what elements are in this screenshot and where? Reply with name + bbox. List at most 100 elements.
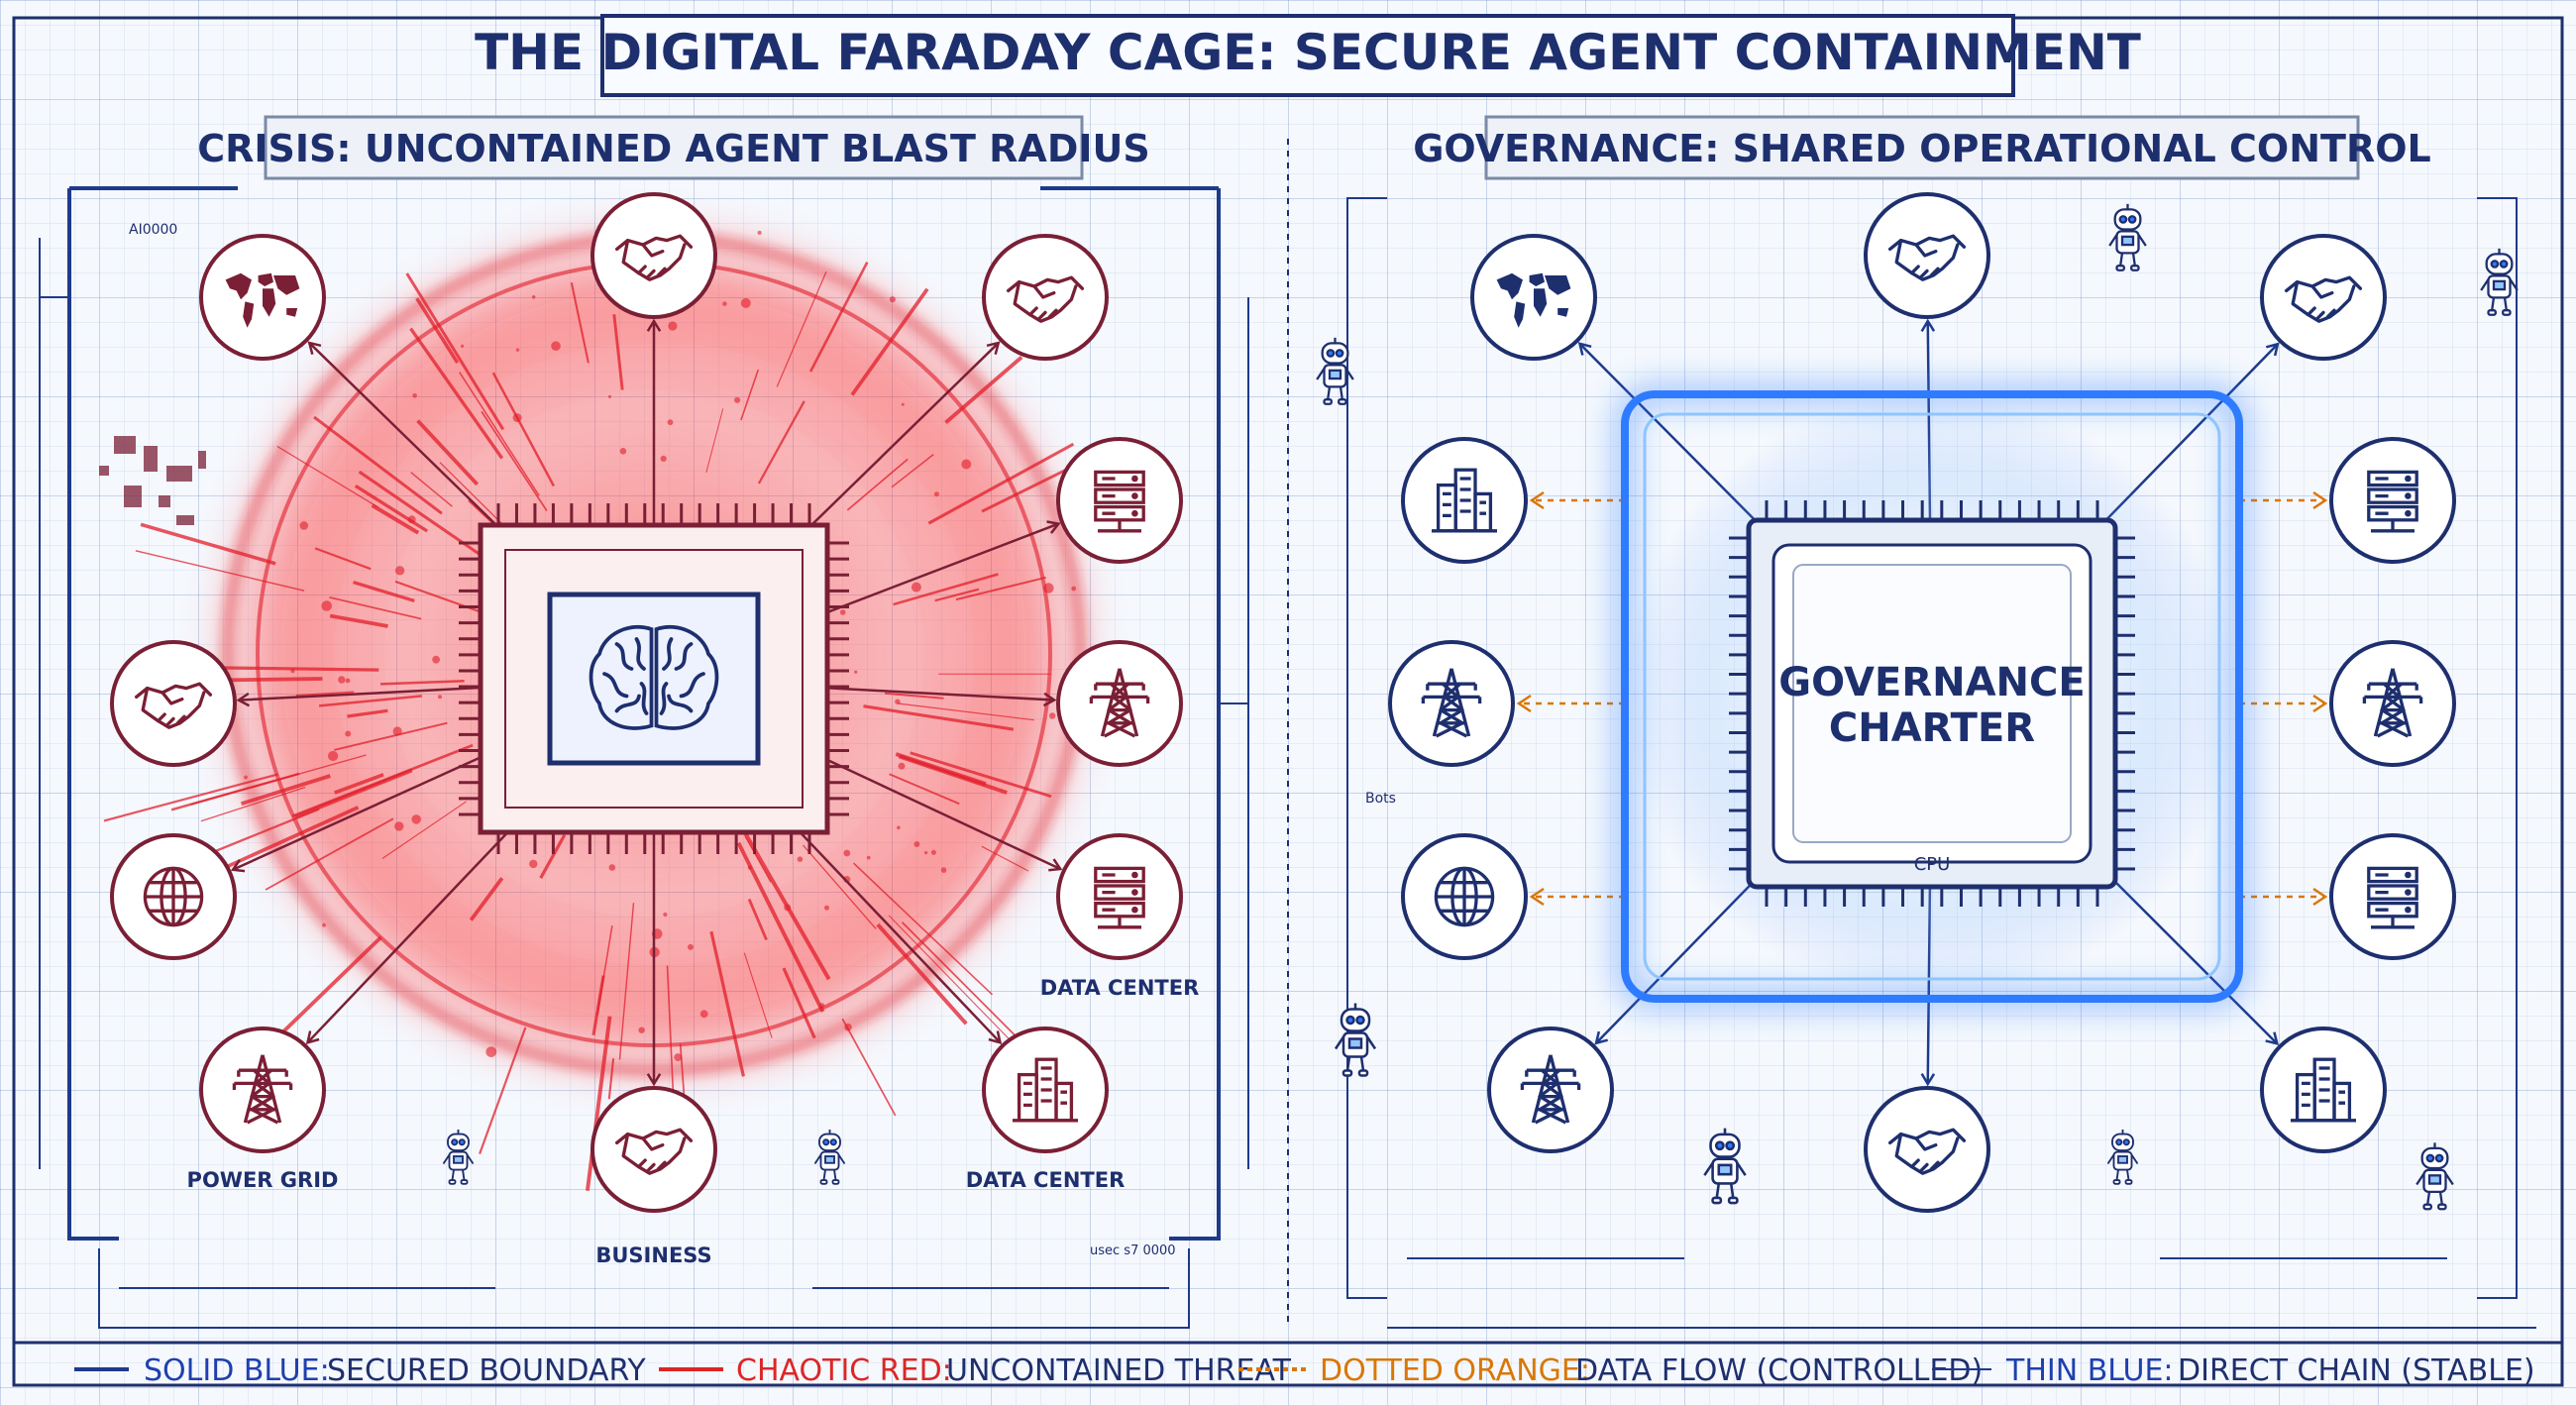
threat-ray: [736, 841, 825, 1013]
legend-solid-blue-key: SOLID BLUE:: [144, 1353, 330, 1388]
threat-splatter: [913, 841, 920, 847]
threat-splatter: [338, 676, 346, 684]
threat-ray: [607, 1058, 615, 1100]
label-business: BUSINESS: [595, 1243, 711, 1267]
threat-ray: [381, 801, 467, 859]
page-title: THE DIGITAL FARADAY CAGE: SECURE AGENT C…: [475, 24, 2141, 81]
threat-splatter: [411, 814, 422, 824]
threat-ray: [741, 827, 831, 981]
threat-ray: [612, 314, 624, 390]
threat-ray: [591, 975, 605, 1036]
legend-dotted-orange-key: DOTTED ORANGE:: [1320, 1353, 1590, 1388]
left-icon-nodes: [110, 192, 1183, 1213]
threat-ray: [888, 915, 1012, 1041]
threat-connection-head: [988, 1030, 1003, 1044]
threat-ray: [347, 708, 388, 718]
threat-splatter: [412, 393, 417, 398]
right-heading-box: [1484, 115, 2360, 180]
threat-ray: [852, 862, 994, 996]
robot-icon: [1334, 1002, 1377, 1077]
threat-ray: [190, 754, 367, 806]
robot-icon: [2106, 1130, 2139, 1185]
right-node-handshake-bottom: [1864, 1086, 1990, 1213]
threat-ray: [846, 458, 909, 511]
threat-connection-head: [236, 692, 251, 707]
legend-thin-blue-text: DIRECT CHAIN (STABLE): [2178, 1353, 2535, 1388]
threat-splatter: [531, 295, 536, 299]
threat-ray: [313, 415, 443, 515]
label-data-center-bottom: DATA CENTER: [966, 1168, 1125, 1192]
threat-ray: [981, 845, 1029, 872]
robot-icon: [1702, 1127, 1748, 1205]
robot-icon: [442, 1130, 475, 1185]
legend-chaotic-red-key: CHAOTIC RED:: [736, 1353, 952, 1388]
globe-icon: [143, 866, 204, 927]
threat-ray: [618, 903, 635, 1060]
threat-splatter: [911, 582, 921, 593]
threat-ray: [103, 773, 278, 822]
threat-ray: [410, 472, 453, 507]
left-heading-box: [264, 115, 1084, 180]
label-power-grid: POWER GRID: [187, 1168, 339, 1192]
threat-ray: [901, 921, 1031, 1052]
threat-ray: [782, 967, 816, 1039]
threat-splatter: [889, 296, 896, 303]
threat-connection-head: [1046, 520, 1061, 534]
threat-ray: [539, 833, 567, 879]
left-node-server-bottom: [1056, 833, 1183, 960]
right-node-server-bottom: [2329, 833, 2456, 960]
threat-ray: [479, 1027, 527, 1154]
threat-splatter: [668, 321, 678, 331]
threat-ray: [585, 1016, 612, 1191]
threat-splatter: [438, 695, 442, 700]
threat-ray: [898, 702, 1034, 721]
data-flow-arrowhead: [1516, 694, 1532, 713]
threat-ray: [318, 695, 423, 707]
threat-ray: [276, 445, 378, 508]
data-flow-arrowhead: [2312, 490, 2328, 510]
threat-ray: [135, 550, 305, 592]
threat-ray: [944, 356, 1023, 424]
left-panel-tag: AI0000: [129, 222, 177, 238]
threat-splatter: [866, 855, 871, 860]
left-node-world-map: [199, 234, 326, 361]
threat-splatter: [345, 678, 351, 684]
threat-ray: [570, 281, 590, 364]
threat-splatter: [940, 867, 947, 873]
globe-icon: [1434, 866, 1495, 927]
threat-splatter: [432, 655, 440, 664]
left-footer-code: usec s7 0000: [1090, 1243, 1176, 1258]
threat-ray: [841, 1018, 897, 1117]
data-debris: [99, 436, 206, 525]
threat-splatter: [897, 825, 901, 830]
threat-splatter: [933, 491, 939, 497]
threat-splatter: [924, 851, 928, 855]
right-icon-nodes: [1388, 192, 2456, 1213]
threat-splatter: [1049, 712, 1056, 719]
data-flow-arrowhead: [1529, 887, 1545, 907]
data-flow-arrowhead: [2312, 694, 2328, 713]
left-panel-heading: CRISIS: UNCONTAINED AGENT BLAST RADIUS: [197, 127, 1150, 170]
direct-chain-line-head: [1920, 1073, 1936, 1087]
threat-splatter: [699, 1010, 708, 1019]
direct-chain-line-head: [1920, 318, 1936, 332]
legend-solid-blue-text: SECURED BOUNDARY: [327, 1353, 646, 1388]
threat-splatter: [839, 609, 846, 615]
threat-splatter: [461, 344, 465, 348]
threat-splatter: [392, 726, 402, 736]
threat-ray: [334, 721, 448, 751]
bots-label: Bots: [1365, 791, 1396, 807]
direct-chain-line-head: [2265, 1031, 2280, 1046]
threat-ray: [358, 470, 483, 557]
threat-ray: [140, 522, 276, 566]
chip-label-line2: CHARTER: [1829, 705, 2035, 751]
threat-splatter: [844, 1023, 852, 1031]
robot-icon: [2107, 203, 2148, 271]
controlled-data-flow: [1516, 490, 2328, 907]
threat-ray: [199, 666, 379, 672]
threat-ray: [743, 952, 773, 1038]
right-node-server-top: [2329, 437, 2456, 564]
threat-ray: [405, 272, 505, 431]
threat-splatter: [551, 341, 561, 352]
threat-splatter: [734, 396, 741, 403]
